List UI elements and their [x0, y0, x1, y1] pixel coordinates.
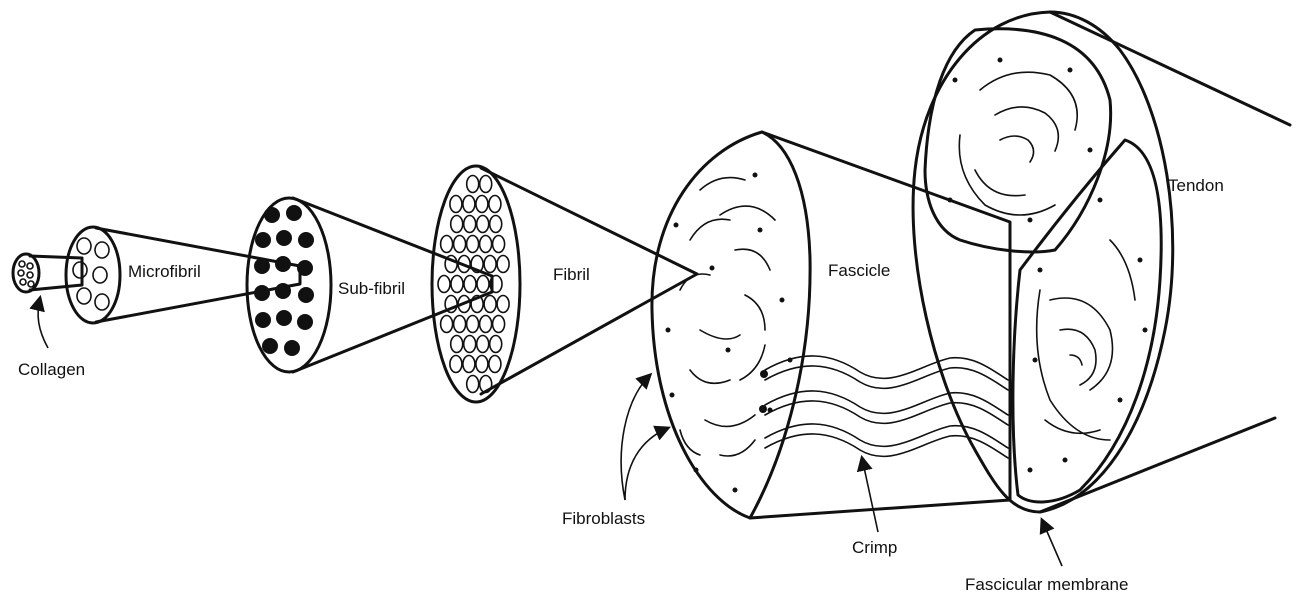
- tendon-structure: [913, 12, 1290, 512]
- fibril-sub-fibril-cell: [438, 276, 450, 293]
- fascicular-membrane-pointer: [1042, 520, 1062, 566]
- fibril-sub-fibril-cell: [451, 336, 463, 353]
- fibril-sub-fibril-cell: [454, 236, 466, 253]
- fibril-sub-fibril-cell: [480, 176, 492, 193]
- fibril-sub-fibril-cell: [484, 256, 496, 273]
- fibril-sub-fibril-cell: [441, 316, 453, 333]
- collagen-pointer: [38, 298, 48, 348]
- fibril-sub-fibril-cell: [476, 196, 488, 213]
- fibril-sub-fibril-cell: [484, 296, 496, 313]
- fibril-sub-fibril-cell: [489, 356, 501, 373]
- fibril-sub-fibril-cell: [464, 276, 476, 293]
- fibril-sub-fibril-cell: [451, 216, 463, 233]
- fibril-sub-fibril-cell: [489, 196, 501, 213]
- fibril-sub-fibril-cell: [476, 356, 488, 373]
- label-tendon: Tendon: [1168, 176, 1224, 195]
- fibril-sub-fibril-cell: [490, 216, 502, 233]
- fibril-sub-fibril-cell: [467, 236, 479, 253]
- fibril-sub-fibril-cell: [441, 236, 453, 253]
- crimp-pointer: [862, 458, 878, 532]
- microfibril-subunits: [73, 238, 109, 310]
- label-fibroblasts: Fibroblasts: [562, 509, 645, 528]
- fibril-sub-fibril-cell: [451, 276, 463, 293]
- fibril-sub-fibril-cell: [477, 216, 489, 233]
- collagen-structure: [13, 254, 82, 292]
- fibril-sub-fibril-cell: [454, 316, 466, 333]
- label-crimp: Crimp: [852, 538, 897, 557]
- fibril-sub-fibril-cell: [450, 196, 462, 213]
- fibril-sub-fibril-cell: [463, 196, 475, 213]
- fibroblasts-pointer-lower: [625, 428, 668, 500]
- label-pointers: [38, 298, 1062, 566]
- fibril-sub-fibril-cell: [463, 356, 475, 373]
- label-microfibril: Microfibril: [128, 262, 201, 281]
- fibroblasts-pointer-upper: [621, 375, 650, 500]
- collagen-molecules: [18, 261, 34, 287]
- fibril-sub-fibril-cell: [490, 336, 502, 353]
- label-collagen: Collagen: [18, 360, 85, 379]
- fibril-sub-fibril-cell: [493, 316, 505, 333]
- fibril-sub-fibril-cell: [467, 316, 479, 333]
- fibril-sub-fibril-cell: [480, 316, 492, 333]
- fibril-sub-fibril-cell: [467, 376, 479, 393]
- fibril-sub-fibril-cell: [497, 256, 509, 273]
- fibril-sub-fibrils: [438, 176, 509, 393]
- label-fibril: Fibril: [553, 265, 590, 284]
- fascicle-fibroblast-dashes: [680, 178, 775, 456]
- crimp-node-bottom: [759, 405, 767, 413]
- fibril-sub-fibril-cell: [464, 216, 476, 233]
- label-fascicular-membrane: Fascicular membrane: [965, 575, 1128, 594]
- fibril-sub-fibril-cell: [493, 236, 505, 253]
- fibril-sub-fibril-cell: [450, 356, 462, 373]
- label-fascicle: Fascicle: [828, 261, 890, 280]
- fascicle-structure: [652, 132, 1010, 518]
- fibril-sub-fibril-cell: [477, 336, 489, 353]
- fibril-sub-fibril-cell: [467, 176, 479, 193]
- fibril-sub-fibril-cell: [464, 336, 476, 353]
- tendon-fibroblast-dots: [948, 58, 1148, 473]
- crimp-node-top: [760, 370, 768, 378]
- fibril-sub-fibril-cell: [480, 236, 492, 253]
- fibril-sub-fibril-cell: [477, 276, 489, 293]
- label-sub-fibril: Sub-fibril: [338, 279, 405, 298]
- fibril-sub-fibril-cell: [445, 256, 457, 273]
- fibril-sub-fibril-cell: [497, 296, 509, 313]
- sub-fibril-microfibrils: [254, 205, 314, 356]
